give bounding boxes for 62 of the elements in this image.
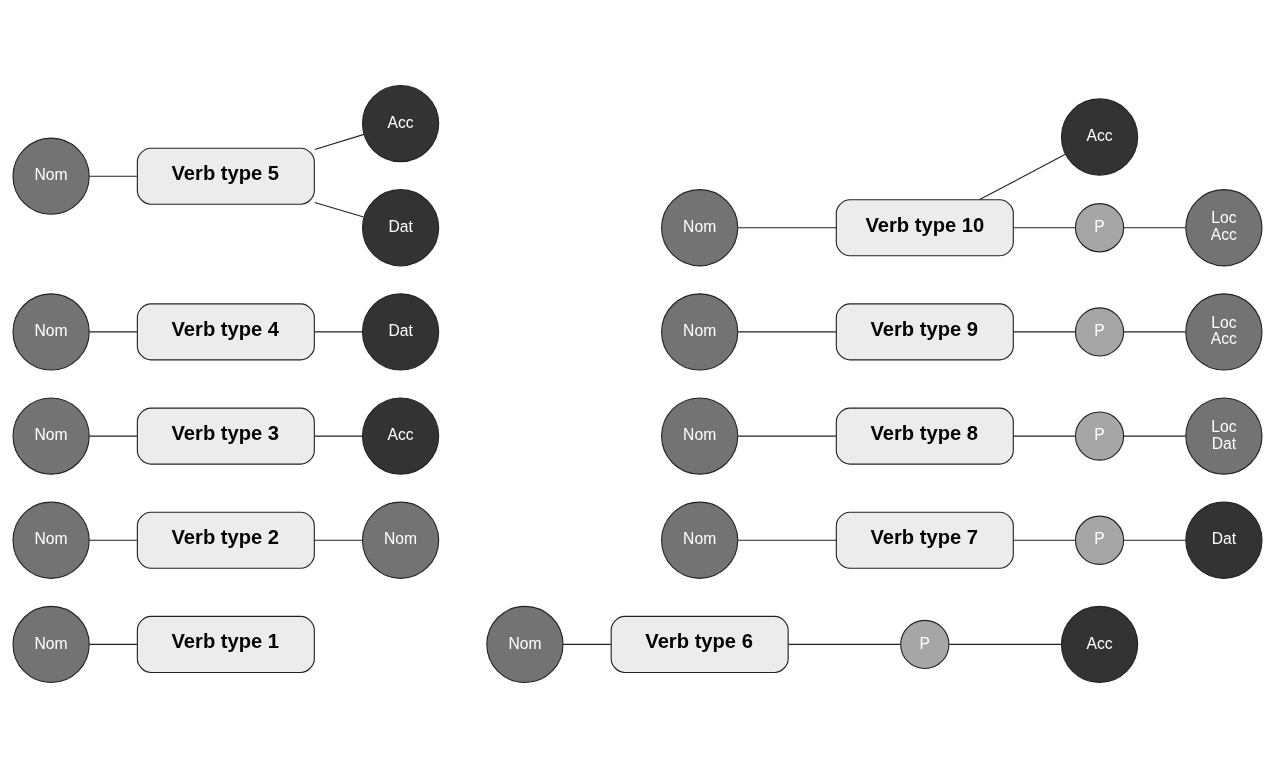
connector [88, 539, 138, 541]
node-box: Verb type 1 [136, 615, 315, 673]
connector [737, 226, 837, 228]
node-circle: Nom [486, 605, 564, 683]
connector [1123, 226, 1187, 228]
node-circle: Nom [661, 501, 739, 579]
node-circle: P [1074, 515, 1125, 565]
connector [1123, 539, 1187, 541]
node-circle: Loc Acc [1185, 292, 1263, 371]
connector [979, 153, 1066, 200]
connector [314, 539, 363, 541]
node-box: Verb type 4 [136, 302, 315, 360]
node-circle: P [1074, 410, 1125, 461]
connector [314, 435, 363, 437]
node-circle: Nom [661, 396, 739, 475]
connector [737, 539, 837, 541]
node-circle: Nom [361, 501, 440, 579]
connector [1013, 539, 1076, 541]
connector [737, 435, 837, 437]
node-circle: Acc [361, 396, 440, 475]
connector [314, 330, 363, 332]
connector [88, 175, 138, 177]
connector [948, 643, 1062, 645]
node-circle: Dat [361, 188, 440, 266]
node-box: Verb type 6 [610, 615, 789, 673]
node-box: Verb type 7 [835, 511, 1014, 569]
connector [1013, 330, 1076, 332]
connector [562, 643, 612, 645]
node-circle: Dat [1185, 501, 1263, 579]
node-box: Verb type 3 [136, 407, 315, 465]
node-circle: Acc [361, 84, 440, 162]
node-circle: P [1074, 306, 1125, 357]
node-circle: Nom [12, 501, 90, 579]
node-circle: P [900, 619, 950, 669]
connector [1123, 435, 1187, 437]
connector [314, 133, 365, 150]
node-box: Verb type 2 [136, 511, 315, 569]
node-box: Verb type 5 [136, 147, 315, 205]
node-box: Verb type 9 [835, 302, 1014, 360]
node-circle: Acc [1060, 605, 1139, 683]
node-box: Verb type 8 [835, 407, 1014, 465]
node-circle: Acc [1060, 97, 1139, 176]
node-circle: P [1074, 202, 1125, 252]
node-circle: Loc Acc [1185, 188, 1263, 266]
node-circle: Dat [361, 292, 440, 371]
connector [88, 435, 138, 437]
node-circle: Nom [12, 396, 90, 475]
node-circle: Nom [12, 292, 90, 371]
connector [1123, 330, 1187, 332]
node-circle: Nom [661, 188, 739, 266]
connector [787, 643, 901, 645]
node-box: Verb type 10 [835, 198, 1014, 256]
connector [737, 330, 837, 332]
node-circle: Nom [12, 137, 90, 215]
node-circle: Nom [12, 605, 90, 683]
connector [88, 330, 138, 332]
node-circle: Nom [661, 292, 739, 371]
connector [1013, 435, 1076, 437]
node-circle: Loc Dat [1185, 396, 1263, 475]
connector [314, 201, 365, 218]
connector [88, 643, 138, 645]
connector [1013, 226, 1076, 228]
